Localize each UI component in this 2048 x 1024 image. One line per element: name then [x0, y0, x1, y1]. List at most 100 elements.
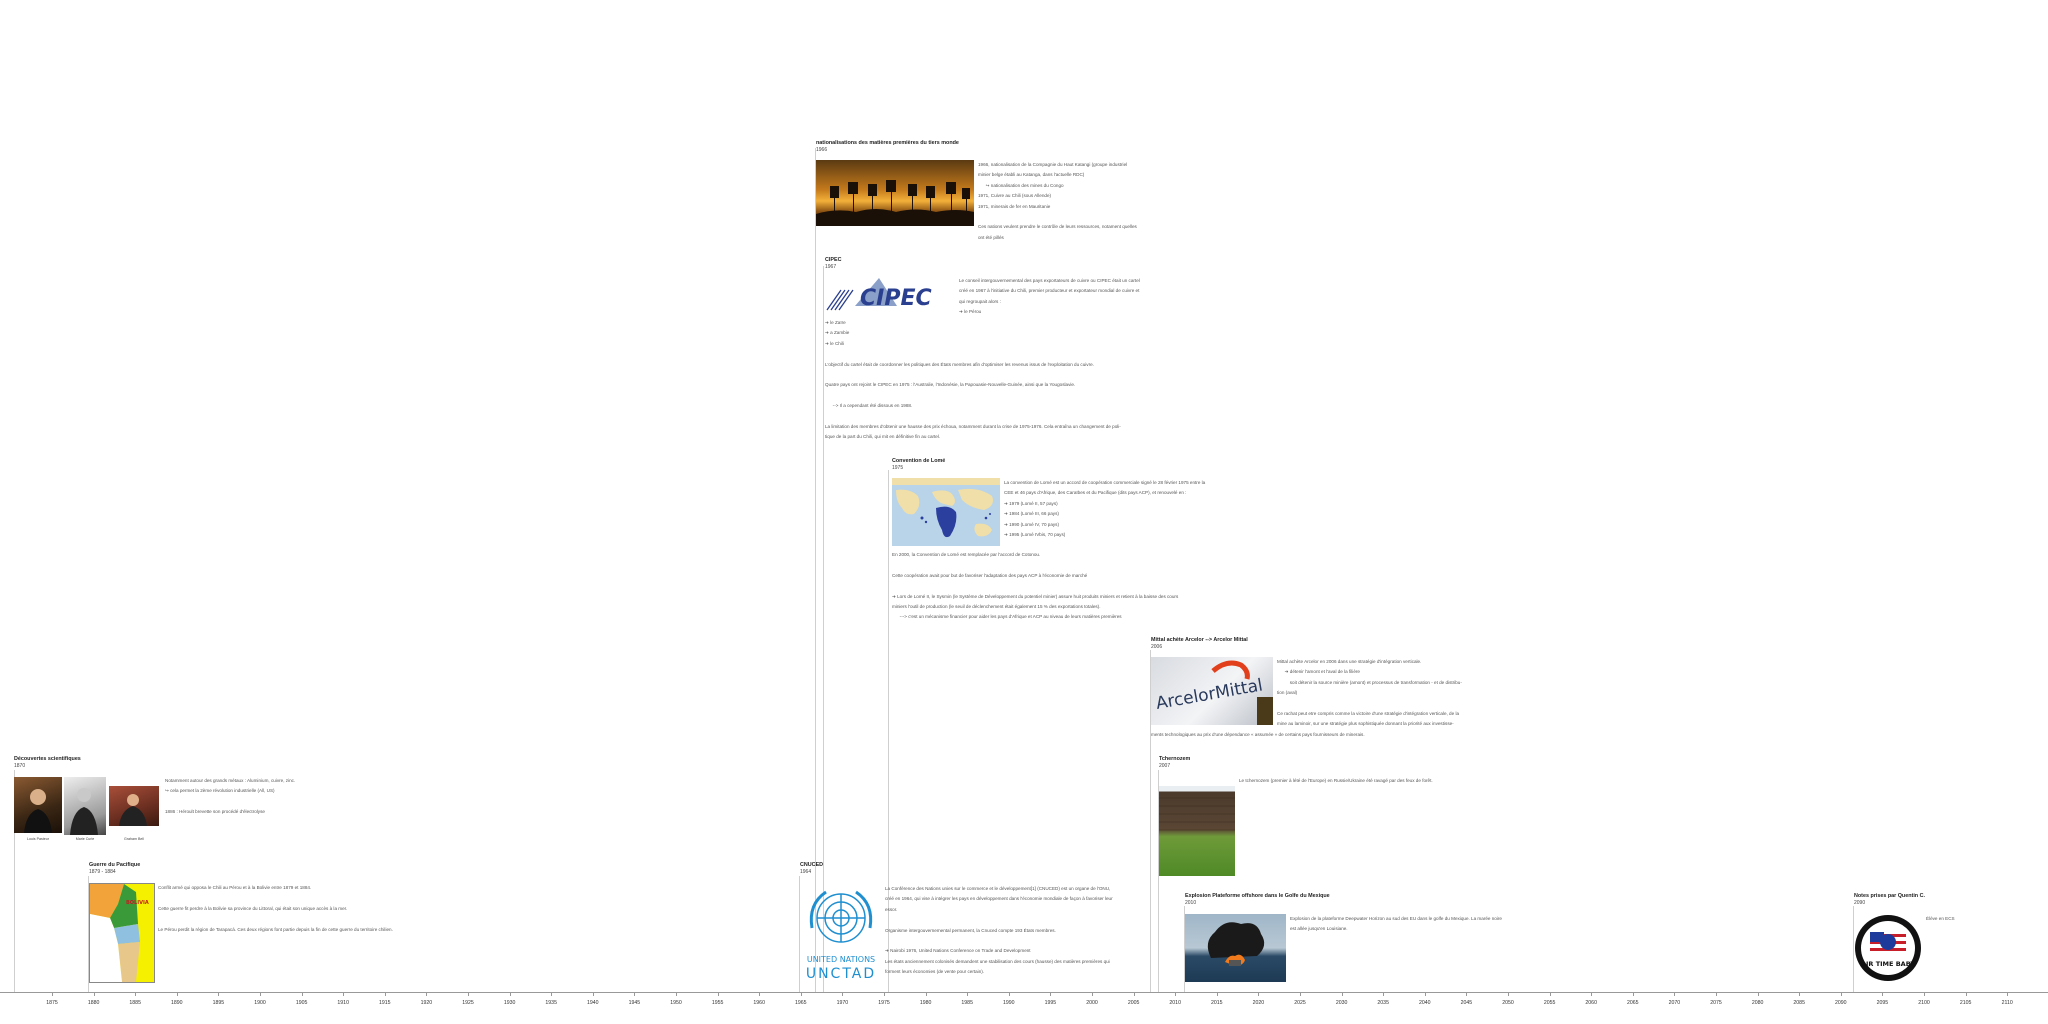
axis-tick: [1549, 992, 1551, 996]
portrait-bell: [109, 786, 159, 826]
event-cnuced[interactable]: CNUCED 1964: [800, 862, 823, 876]
unctad-logo-line1: UNITED NATIONS: [807, 955, 875, 964]
event-description: La Conférence des Nations unies sur le c…: [885, 886, 1113, 975]
axis-tick-label: 2085: [1793, 1000, 1805, 1006]
axis-tick: [1008, 992, 1010, 996]
axis-tick: [592, 992, 594, 996]
arcelor-mittal-photo: ArcelorMittal: [1151, 657, 1273, 725]
axis-tick-label: 1885: [129, 1000, 141, 1006]
event-date: 2010: [1185, 900, 1197, 907]
axis-tick: [1716, 992, 1717, 996]
event-title: Guerre du Pacifique: [89, 862, 141, 868]
event-date: 1964: [800, 869, 812, 876]
axis-tick: [384, 992, 386, 996]
axis-tick-label: 2030: [1335, 1000, 1348, 1006]
axis-tick: [925, 992, 927, 996]
axis-tick-label: 1950: [670, 1000, 682, 1006]
axis-tick: [1133, 992, 1135, 996]
event-title: CNUCED: [800, 862, 824, 868]
event-description: Mittal achète Arcelor en 2006 dans une s…: [1277, 659, 1462, 727]
event-title: Découvertes scientifiques: [14, 756, 81, 762]
event-date: 2090: [1854, 900, 1866, 907]
event-description: 1966, nationalisation de la Compagnie du…: [978, 162, 1137, 240]
axis-tick-label: 2020: [1252, 1000, 1265, 1006]
axis-tick: [1466, 992, 1468, 996]
event-deepwater[interactable]: Explosion Plateforme offshore dans le Go…: [1185, 893, 1330, 907]
axis-tick: [1092, 992, 1093, 996]
axis-tick-label: 1940: [587, 1000, 599, 1006]
axis-tick: [1383, 992, 1385, 996]
axis-tick-label: 1960: [753, 1000, 765, 1006]
axis-tick: [1424, 992, 1426, 996]
event-title: Tchernozem: [1159, 756, 1191, 762]
axis-tick: [634, 992, 636, 996]
event-pacifique[interactable]: Guerre du Pacifique 1879 - 1884: [89, 862, 140, 876]
axis-tick-label: 2010: [1169, 1000, 1181, 1006]
event-nationalisations[interactable]: nationalisations des matières premières …: [816, 140, 959, 154]
axis-tick: [842, 992, 844, 996]
axis-tick-label: 1910: [337, 1000, 349, 1006]
event-description: Élève en ECS: [1926, 916, 1955, 921]
event-lome[interactable]: Convention de Lomé 1975: [892, 458, 945, 472]
axis-tick-label: 2060: [1585, 1000, 1597, 1006]
axis-tick-label: 2005: [1127, 1000, 1140, 1006]
event-description-cont: ments technologiques au prix d'une dépen…: [1151, 732, 1365, 737]
caption-bell: Graham Bell: [124, 837, 144, 841]
caption-curie: Marie Curie: [75, 837, 95, 841]
axis-tick-label: 2080: [1751, 1000, 1764, 1006]
event-quentin[interactable]: Notes prises par Quentin C. 2090: [1854, 893, 1925, 907]
event-date: 1879 - 1884: [89, 869, 116, 876]
line-lome: [888, 470, 889, 992]
axis-tick: [509, 992, 511, 996]
axis-tick: [301, 992, 303, 996]
axis-tick: [1924, 992, 1925, 996]
event-date: 1870: [14, 763, 26, 770]
axis-tick: [1216, 992, 1218, 996]
event-description-cont: ➔ le Zaïre ➔ a Zambie ➔ le Chili L'objec…: [825, 320, 1121, 440]
event-description-cont: En 2000, la Convention de Lomé est rempl…: [892, 552, 1179, 620]
axis-tick: [1508, 992, 1509, 996]
event-date: 2006: [1151, 644, 1163, 651]
event-date: 1967: [825, 264, 837, 271]
axis-tick-label: 1965: [795, 1000, 807, 1006]
sunset-protest-photo: [816, 160, 974, 226]
axis-tick-label: 2110: [2001, 1000, 2013, 1006]
event-tchernozem[interactable]: Tchernozem 2007: [1159, 756, 1190, 770]
line-nationalisations: [815, 148, 816, 992]
caption-pasteur: Louis Pasteur: [27, 837, 49, 841]
axis-tick-label: 1970: [836, 1000, 849, 1006]
axis-tick-label: 2095: [1876, 1000, 1889, 1006]
line-decouvertes: [14, 770, 15, 992]
axis-tick: [1632, 992, 1634, 996]
axis-tick-label: 2015: [1211, 1000, 1223, 1006]
axis-tick: [1258, 992, 1260, 996]
event-title: Convention de Lomé: [892, 458, 946, 464]
event-description: Explosion de la plateforme Deepwater Hor…: [1290, 916, 1502, 932]
axis-tick: [260, 992, 261, 996]
axis-tick: [468, 992, 469, 996]
axis-tick: [1965, 992, 1967, 996]
axis-tick: [1341, 992, 1343, 996]
event-cipec[interactable]: CIPEC 1967: [825, 257, 841, 271]
event-mittal[interactable]: Mittal achète Arcelor --> Arcelor Mittal…: [1151, 637, 1248, 651]
line-quentin: [1853, 906, 1854, 992]
axis-tick-label: 1880: [87, 1000, 100, 1006]
event-decouvertes[interactable]: Découvertes scientifiques 1870: [14, 756, 81, 770]
badge-text: AIR TIME BABY: [1861, 960, 1915, 968]
axis-tick-label: 1915: [379, 1000, 391, 1006]
axis-tick: [1050, 992, 1052, 996]
axis-tick: [800, 992, 802, 996]
cipec-logo: CIPEC: [825, 276, 955, 312]
airtime-baby-badge: AIR TIME BABY: [1854, 914, 1922, 982]
event-title: CIPEC: [825, 257, 842, 263]
axis-tick-label: 2070: [1668, 1000, 1681, 1006]
axis-tick-label: 2050: [1502, 1000, 1514, 1006]
axis-tick-label: 2035: [1377, 1000, 1389, 1006]
tchernozem-field-photo: [1159, 786, 1235, 876]
axis-tick-label: 2055: [1543, 1000, 1556, 1006]
axis-tick: [135, 992, 137, 996]
event-date: 1966: [816, 147, 828, 154]
axis-tick-label: 2065: [1627, 1000, 1639, 1006]
axis-tick-label: 2045: [1460, 1000, 1473, 1006]
